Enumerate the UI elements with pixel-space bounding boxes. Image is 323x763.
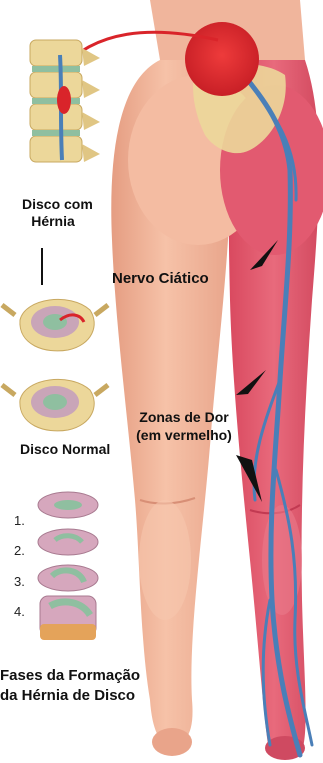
herniated-disc-label-line-1: Disco com [22, 196, 84, 213]
pain-zones-label: Zonas de Dor (em vermelho) [130, 408, 238, 444]
normal-disc-view [2, 379, 108, 431]
pain-origin-highlight [185, 22, 259, 96]
caption: Fases da Formação da Hérnia de Disco [0, 666, 158, 706]
herniated-disc-label-line-2: Hérnia [22, 213, 84, 230]
stage-number-4: 4. [14, 604, 25, 619]
body-figure [111, 0, 323, 760]
herniated-disc-view [2, 299, 108, 351]
spine-segment [30, 40, 100, 162]
stage-number-1: 1. [14, 513, 25, 528]
stage-number-2: 2. [14, 543, 25, 558]
pain-zones-label-line-2: (em vermelho) [130, 426, 238, 444]
caption-line-1: Fases da Formação [0, 666, 158, 686]
sciatic-nerve-label: Nervo Ciático [112, 270, 209, 287]
stage-number-3: 3. [14, 574, 25, 589]
normal-disc-label: Disco Normal [20, 441, 110, 457]
herniated-disc-label: Disco com Hérnia [22, 196, 84, 230]
stages-illustration [38, 492, 98, 640]
caption-line-2: da Hérnia de Disco [0, 686, 158, 706]
pain-zones-label-line-1: Zonas de Dor [130, 408, 238, 426]
